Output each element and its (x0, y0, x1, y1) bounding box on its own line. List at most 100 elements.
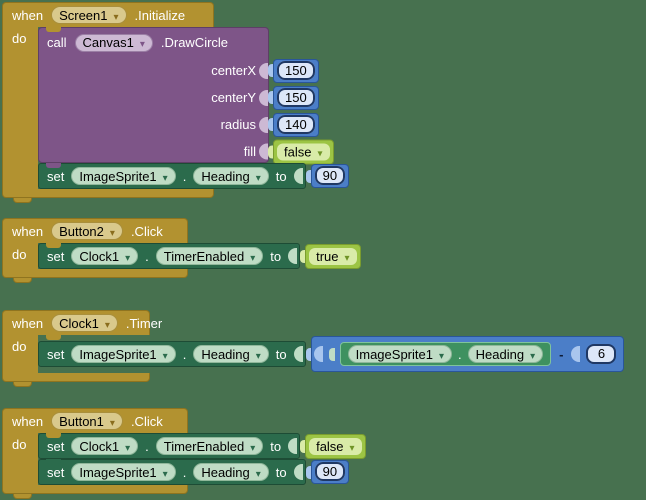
math-subtract-block[interactable]: ImageSprite1 . Heading - 6 (310, 336, 625, 372)
value-plug (268, 64, 274, 77)
value-socket[interactable] (259, 89, 268, 106)
do-slot-label: do (2, 27, 38, 189)
logic-true-block[interactable]: true (305, 243, 361, 269)
imagesprite1-dropdown[interactable]: ImageSprite1 (71, 167, 176, 185)
set-timerenabled-statement[interactable]: set Clock1 . TimerEnabled to (38, 243, 361, 269)
number-block[interactable]: 150 (273, 85, 319, 110)
operand-socket[interactable] (571, 346, 581, 362)
heading-dropdown[interactable]: Heading (193, 345, 269, 363)
chevron-down-icon (114, 8, 119, 23)
when-label: when (12, 413, 44, 429)
imagesprite1-dropdown[interactable]: ImageSprite1 (71, 345, 176, 363)
param-label: fill (243, 144, 256, 159)
do-slot-label: do (2, 433, 38, 485)
chevron-down-icon (163, 465, 168, 480)
set-label: set (47, 248, 65, 264)
connector-notch (46, 163, 61, 168)
param-row-centery: centerY 150 (39, 84, 319, 111)
heading-dropdown[interactable]: Heading (193, 463, 269, 481)
dot-separator: . (182, 464, 187, 480)
number-block[interactable]: 90 (310, 164, 350, 188)
connector-notch (46, 27, 61, 32)
to-label: to (270, 438, 282, 454)
event-block-button2-click[interactable]: when Button2 .Click do set Clock1 . (2, 218, 361, 283)
number-block[interactable]: 90 (310, 460, 350, 484)
event-header[interactable]: when Button1 .Click (2, 408, 188, 433)
value-socket[interactable] (293, 464, 303, 480)
event-footer (2, 485, 188, 494)
set-label: set (47, 168, 65, 184)
next-connector-bump (13, 278, 32, 283)
getter-heading-block[interactable]: ImageSprite1 . Heading (339, 342, 552, 366)
event-block-clock1-timer[interactable]: when Clock1 .Timer do set ImageSprite1 . (2, 310, 625, 387)
chevron-down-icon (256, 465, 261, 480)
when-label: when (12, 223, 44, 239)
chevron-down-icon (439, 347, 444, 362)
when-label: when (12, 315, 44, 331)
event-footer (2, 373, 150, 382)
event-name: .Timer (125, 315, 163, 331)
value-socket[interactable] (259, 143, 268, 160)
value-socket[interactable] (259, 116, 268, 133)
set-heading-statement[interactable]: set ImageSprite1 . Heading to (38, 335, 625, 373)
connector-notch (46, 433, 61, 438)
event-block-screen1-initialize[interactable]: when Screen1 .Initialize do call Canvas1 (2, 2, 350, 203)
set-heading-statement[interactable]: set ImageSprite1 . Heading to 90 (38, 163, 350, 189)
next-connector-bump (13, 382, 32, 387)
set-label: set (47, 464, 65, 480)
event-header[interactable]: when Screen1 .Initialize (2, 2, 214, 27)
value-socket[interactable] (259, 62, 268, 79)
event-header[interactable]: when Clock1 .Timer (2, 310, 162, 335)
chevron-down-icon (530, 347, 535, 362)
imagesprite1-dropdown[interactable]: ImageSprite1 (347, 345, 452, 363)
logic-false-block[interactable]: false (305, 433, 366, 459)
value-socket[interactable] (293, 168, 303, 184)
timerenabled-dropdown[interactable]: TimerEnabled (155, 437, 264, 455)
clock1-dropdown[interactable]: Clock1 (71, 247, 139, 265)
screen1-dropdown[interactable]: Screen1 (51, 6, 127, 24)
button2-dropdown[interactable]: Button2 (51, 222, 123, 240)
value-plug (305, 169, 312, 183)
clock1-dropdown[interactable]: Clock1 (71, 437, 139, 455)
set-timerenabled-statement[interactable]: set Clock1 . TimerEnabled to (38, 433, 366, 459)
chevron-down-icon (163, 347, 168, 362)
number-block[interactable]: 150 (273, 58, 319, 83)
value-socket[interactable] (293, 346, 303, 362)
set-label: set (47, 346, 65, 362)
heading-dropdown[interactable]: Heading (193, 167, 269, 185)
operand-socket[interactable] (313, 346, 323, 362)
chevron-down-icon (250, 439, 255, 454)
chevron-down-icon (105, 316, 110, 331)
param-row-fill: fill false (39, 138, 334, 165)
dot-separator: . (182, 168, 187, 184)
number-block[interactable]: 140 (273, 112, 319, 137)
dot-separator: . (145, 248, 149, 264)
imagesprite1-dropdown[interactable]: ImageSprite1 (71, 463, 176, 481)
event-block-button1-click[interactable]: when Button1 .Click do set Clock1 . (2, 408, 366, 499)
event-header[interactable]: when Button2 .Click (2, 218, 188, 243)
set-heading-statement[interactable]: set ImageSprite1 . Heading to 90 (38, 459, 350, 485)
logic-false-block[interactable]: false (273, 139, 334, 164)
button1-dropdown[interactable]: Button1 (51, 412, 123, 430)
connector-notch (46, 459, 61, 464)
event-name: .Click (130, 223, 163, 239)
to-label: to (275, 346, 287, 362)
heading-dropdown[interactable]: Heading (467, 345, 544, 363)
dot-separator: . (182, 346, 187, 362)
call-drawcircle-block[interactable]: call Canvas1 .DrawCircle centerX 150 (38, 27, 334, 165)
connector-notch (46, 335, 61, 340)
when-label: when (12, 7, 44, 23)
timerenabled-dropdown[interactable]: TimerEnabled (155, 247, 264, 265)
value-socket[interactable] (288, 438, 298, 454)
value-plug (268, 118, 274, 131)
canvas1-dropdown[interactable]: Canvas1 (74, 33, 153, 52)
event-name: .Initialize (134, 7, 186, 23)
value-socket[interactable] (288, 248, 298, 264)
number-block[interactable]: 6 (586, 344, 617, 364)
to-label: to (275, 464, 287, 480)
clock1-dropdown[interactable]: Clock1 (51, 314, 118, 332)
chevron-down-icon (350, 439, 355, 454)
chevron-down-icon (163, 169, 168, 184)
chevron-down-icon (317, 144, 322, 159)
method-name: .DrawCircle (160, 35, 229, 50)
